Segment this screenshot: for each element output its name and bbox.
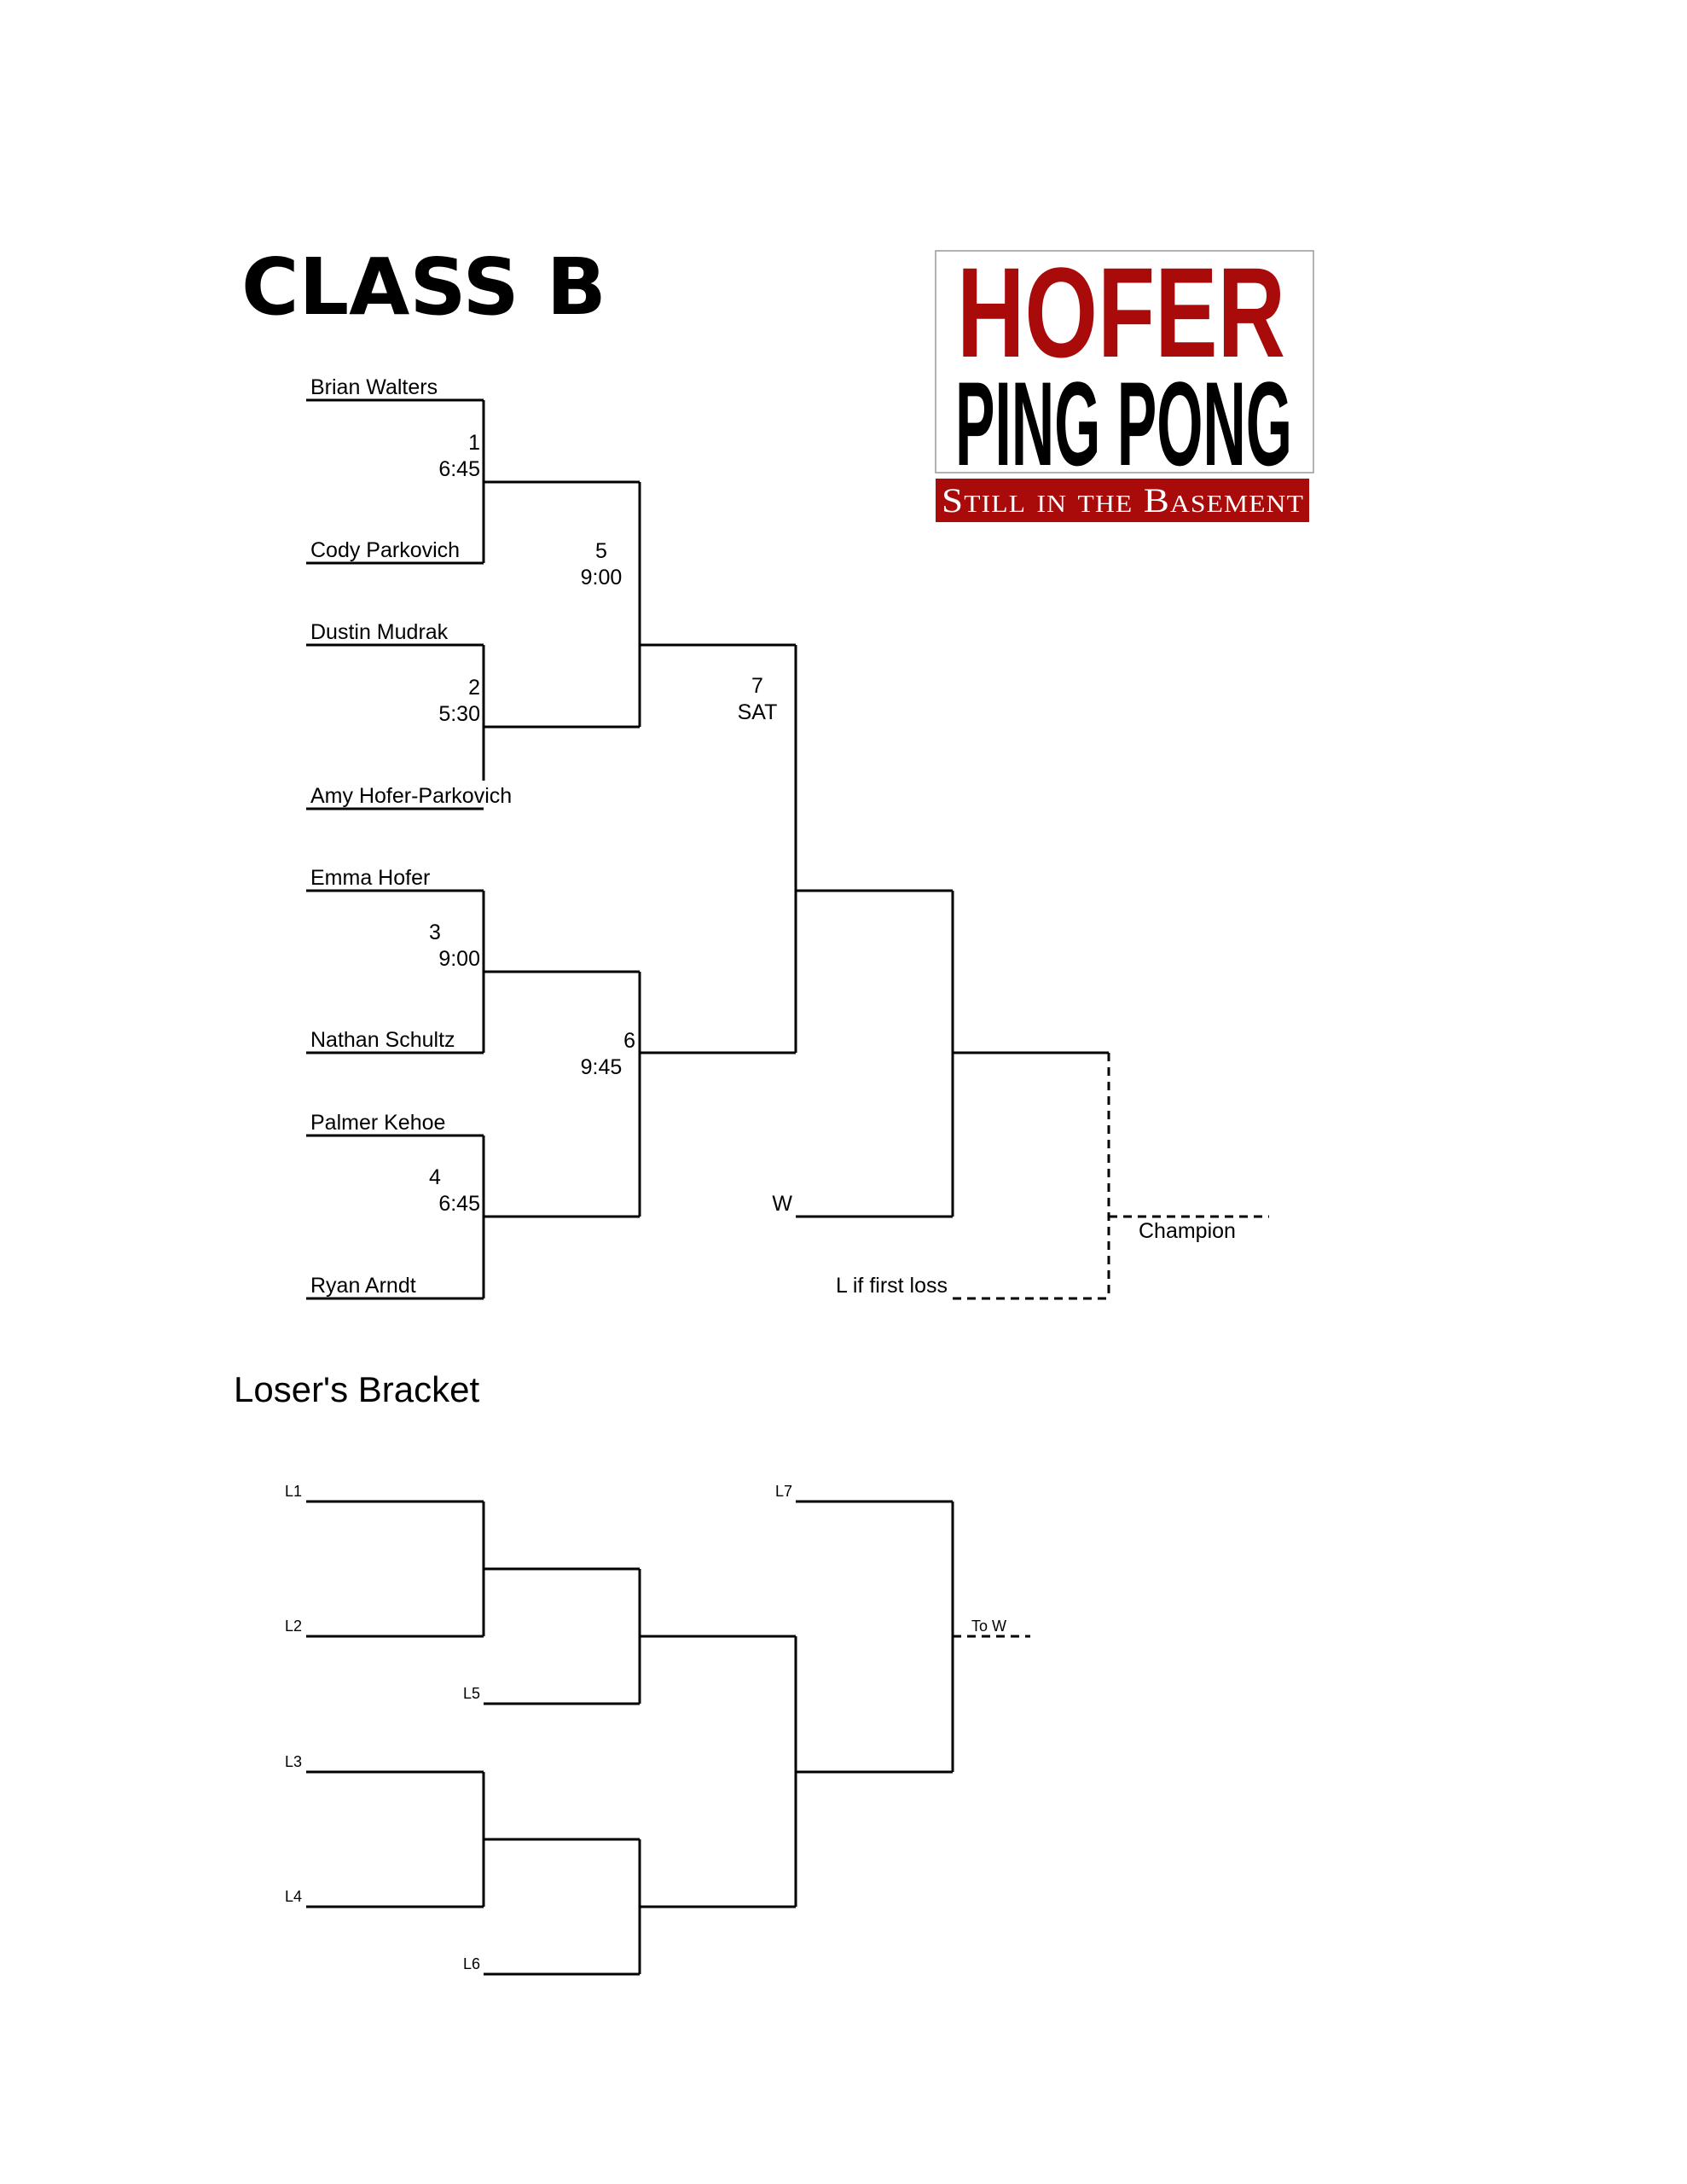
match-time: 9:00: [581, 566, 623, 590]
loser-slot-label: L2: [285, 1618, 302, 1635]
loser-slot-label: L3: [285, 1753, 302, 1770]
page-title: CLASS B: [241, 241, 606, 333]
loser-slot-label: L4: [285, 1888, 302, 1905]
losers-bracket-heading: Loser's Bracket: [234, 1369, 479, 1409]
match-number: 5: [595, 539, 607, 563]
player-name: Cody Parkovich: [310, 538, 460, 562]
match-time: 6:45: [438, 457, 480, 481]
match-time: 5:30: [438, 702, 480, 726]
match-number: 7: [751, 674, 763, 698]
match-time: 6:45: [438, 1192, 480, 1216]
match-labels: 1 6:45 2 5:30 3 9:00 4 6:45 5 9:00 6 9:4…: [429, 431, 777, 1216]
round-3-lines: [640, 643, 797, 1054]
logo-hofer-text: HOFER: [957, 241, 1285, 384]
match-time: 9:45: [581, 1055, 623, 1079]
loser-slot-label: L5: [463, 1685, 480, 1702]
round-1-lines: [306, 398, 485, 1300]
w-label: W: [772, 1192, 792, 1216]
l-first-loss-label: L if first loss: [836, 1274, 948, 1298]
logo-ping-pong-text: PING PONG: [955, 357, 1292, 491]
match-number: 3: [429, 921, 441, 944]
hofer-ping-pong-logo: HOFER PING PONG Still in the Basement: [935, 241, 1314, 522]
player-name: Palmer Kehoe: [310, 1111, 445, 1135]
match-number: 1: [468, 431, 480, 455]
match-number: 6: [623, 1029, 635, 1053]
player-names: Brian Walters Cody Parkovich Dustin Mudr…: [310, 375, 512, 1298]
player-name: Ryan Arndt: [310, 1274, 416, 1298]
logo-band: [936, 479, 1309, 522]
player-name: Emma Hofer: [310, 866, 430, 890]
loser-slot-label: L1: [285, 1483, 302, 1500]
loser-slot-label: L6: [463, 1955, 480, 1972]
loser-slot-label: L7: [775, 1483, 792, 1500]
player-name: Brian Walters: [310, 375, 438, 399]
match-time: SAT: [738, 700, 778, 724]
logo-tagline: Still in the Basement: [942, 481, 1304, 520]
match-time: 9:00: [438, 947, 480, 971]
player-name: Amy Hofer-Parkovich: [310, 784, 512, 808]
match-number: 4: [429, 1165, 441, 1189]
losers-bracket-lines: [306, 1500, 1030, 1976]
player-name: Nathan Schultz: [310, 1028, 455, 1052]
round-2-lines: [484, 480, 641, 1218]
finals-lines: [796, 889, 1269, 1300]
logo-frame: [935, 250, 1314, 473]
player-name: Dustin Mudrak: [310, 620, 449, 644]
champion-label: Champion: [1139, 1219, 1236, 1243]
losers-bracket-labels: L1 L2 L3 L4 L5 L6 L7 To W: [285, 1483, 1006, 1972]
match-number: 2: [468, 676, 480, 700]
to-w-label: To W: [971, 1618, 1006, 1635]
